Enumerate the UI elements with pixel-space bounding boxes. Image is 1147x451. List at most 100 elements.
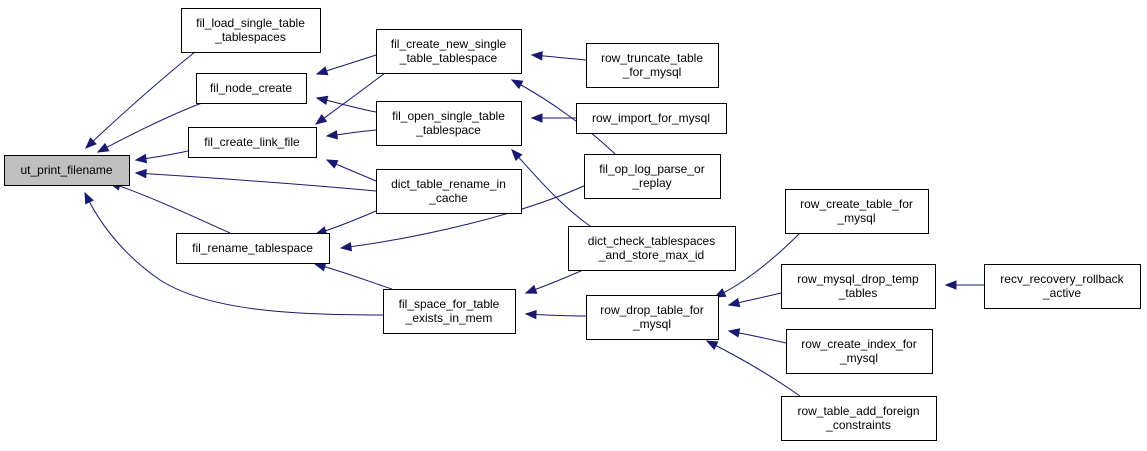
- node-label: fil_create_link_file: [204, 135, 300, 149]
- edge-row-truncate-table-for-mysql-to-fil-create-new-single-table-tablespace: [530, 51, 587, 61]
- edge-row-import-for-mysql-to-fil-open-single-table-tablespace: [530, 113, 576, 123]
- node-label: _tablespace: [415, 123, 481, 137]
- node-label: _table_tablespace: [399, 51, 498, 65]
- node-dict-check-tablespaces-and-store-max-id[interactable]: dict_check_tablespaces_and_store_max_id: [568, 226, 736, 271]
- arrowhead: [325, 159, 339, 169]
- node-fil-node-create[interactable]: fil_node_create: [196, 73, 307, 104]
- node-label: dict_table_rename_in: [391, 177, 506, 191]
- arrowhead: [315, 95, 329, 105]
- node-label: fil_node_create: [210, 81, 292, 95]
- node-box: [376, 101, 522, 146]
- edge-fil-create-new-single-table-tablespace-to-fil-create-link-file: [314, 72, 386, 125]
- edge-fil-op-log-parse-or-replay-to-fil-rename-tablespace: [339, 184, 587, 252]
- edge-row-mysql-drop-temp-tables-to-row-drop-table-for-mysql: [727, 292, 782, 308]
- edge-line: [84, 192, 384, 316]
- node-fil-space-for-table-exists-in-mem[interactable]: fil_space_for_table_exists_in_mem: [383, 289, 516, 334]
- edge-row-drop-table-for-mysql-to-fil-space-for-table-exists-in-mem: [524, 309, 587, 320]
- arrowhead: [944, 280, 957, 290]
- node-label: row_import_for_mysql: [592, 111, 710, 125]
- node-box: [568, 226, 736, 271]
- edge-fil-node-create-to-ut-print-filename: [96, 102, 203, 153]
- node-label: _constraints: [825, 418, 891, 432]
- arrowhead: [524, 284, 538, 294]
- edge-line: [511, 79, 616, 155]
- edge-line: [314, 263, 393, 290]
- edge-fil-create-link-file-to-ut-print-filename: [134, 150, 189, 164]
- node-box: [576, 103, 727, 134]
- node-box: [4, 155, 130, 186]
- edge-dict-check-tablespaces-and-store-max-id-to-fil-open-single-table-tablespace: [511, 149, 591, 227]
- node-label: row_create_index_for: [801, 337, 916, 351]
- node-box: [181, 8, 321, 53]
- node-fil-open-single-table-tablespace[interactable]: fil_open_single_table_tablespace: [376, 101, 522, 146]
- arrowhead: [84, 191, 94, 205]
- node-fil-op-log-parse-or-replay[interactable]: fil_op_log_parse_or_replay: [584, 154, 721, 199]
- arrowhead: [134, 153, 148, 164]
- node-label: _replay: [631, 176, 671, 190]
- arrowhead: [510, 79, 524, 90]
- node-row-truncate-table-for-mysql[interactable]: row_truncate_table_for_mysql: [586, 43, 719, 88]
- node-label: _tables: [838, 286, 878, 300]
- node-label: _for_mysql: [622, 65, 682, 79]
- edge-line: [109, 182, 231, 234]
- arrowhead: [315, 66, 329, 76]
- edge-dict-table-rename-in-cache-to-ut-print-filename: [134, 168, 377, 192]
- arrowhead: [339, 241, 353, 252]
- edge-row-table-add-foreign-constraints-to-row-drop-table-for-mysql: [705, 340, 801, 397]
- node-ut-print-filename[interactable]: ut_print_filename: [4, 155, 130, 186]
- node-row-create-table-for-mysql[interactable]: row_create_table_for_mysql: [785, 189, 929, 234]
- arrowhead: [325, 130, 338, 140]
- arrowhead: [314, 113, 328, 125]
- node-label: fil_load_single_table: [196, 16, 305, 30]
- edge-line: [135, 172, 377, 192]
- arrowhead: [524, 309, 537, 320]
- node-label: _mysql: [632, 317, 671, 331]
- node-label: _and_store_max_id: [598, 248, 704, 262]
- node-row-import-for-mysql[interactable]: row_import_for_mysql: [576, 103, 727, 134]
- node-label: dict_check_tablespaces: [588, 234, 715, 248]
- edge-fil-rename-tablespace-to-ut-print-filename: [108, 181, 231, 234]
- node-dict-table-rename-in-cache[interactable]: dict_table_rename_in_cache: [376, 169, 522, 214]
- edge-dict-check-tablespaces-and-store-max-id-to-fil-space-for-table-exists-in-mem: [524, 269, 584, 294]
- node-label: row_truncate_table: [601, 51, 703, 65]
- node-recv-recovery-rollback-active[interactable]: recv_recovery_rollback_active: [984, 264, 1141, 309]
- arrowhead: [727, 328, 741, 338]
- node-label: recv_recovery_rollback: [1000, 272, 1124, 286]
- node-label: row_mysql_drop_temp: [797, 272, 919, 286]
- node-fil-rename-tablespace[interactable]: fil_rename_tablespace: [176, 233, 330, 264]
- edge-row-create-index-for-mysql-to-row-drop-table-for-mysql: [727, 328, 787, 344]
- node-label: fil_open_single_table: [392, 109, 505, 123]
- edge-line: [714, 232, 801, 298]
- edge-line: [85, 51, 196, 149]
- node-box: [785, 189, 929, 234]
- node-label: fil_rename_tablespace: [192, 241, 313, 255]
- node-row-table-add-foreign-constraints[interactable]: row_table_add_foreign_constraints: [781, 396, 937, 441]
- node-label: fil_create_new_single: [391, 37, 507, 51]
- node-label: _tablespaces: [214, 30, 286, 44]
- node-fil-load-single-table-tablespaces[interactable]: fil_load_single_table_tablespaces: [181, 8, 321, 53]
- arrowhead: [96, 142, 110, 153]
- node-box: [584, 154, 721, 199]
- node-label: ut_print_filename: [20, 163, 112, 177]
- node-row-mysql-drop-temp-tables[interactable]: row_mysql_drop_temp_tables: [781, 264, 936, 309]
- node-box: [586, 43, 719, 88]
- edge-line: [97, 102, 203, 153]
- node-box: [376, 169, 522, 214]
- edge-fil-space-for-table-exists-in-mem-to-ut-print-filename: [84, 191, 384, 316]
- node-label: _mysql: [839, 351, 878, 365]
- node-label: row_table_add_foreign: [797, 404, 919, 418]
- node-row-create-index-for-mysql[interactable]: row_create_index_for_mysql: [786, 329, 933, 374]
- node-row-drop-table-for-mysql[interactable]: row_drop_table_for_mysql: [586, 295, 719, 340]
- edge-line: [340, 184, 587, 249]
- arrowhead: [85, 137, 97, 149]
- edge-dict-table-rename-in-cache-to-fil-create-link-file: [325, 159, 377, 182]
- node-label: _exists_in_mem: [405, 311, 493, 325]
- edge-fil-create-new-single-table-tablespace-to-fil-node-create: [315, 54, 377, 76]
- edge-recv-recovery-rollback-active-to-row-mysql-drop-temp-tables: [944, 280, 984, 290]
- node-label: row_create_table_for: [800, 197, 913, 211]
- edge-dict-table-rename-in-cache-to-fil-rename-tablespace: [314, 210, 377, 236]
- node-fil-create-link-file[interactable]: fil_create_link_file: [188, 127, 317, 158]
- node-fil-create-new-single-table-tablespace[interactable]: fil_create_new_single_table_tablespace: [376, 29, 522, 74]
- node-box: [176, 233, 330, 264]
